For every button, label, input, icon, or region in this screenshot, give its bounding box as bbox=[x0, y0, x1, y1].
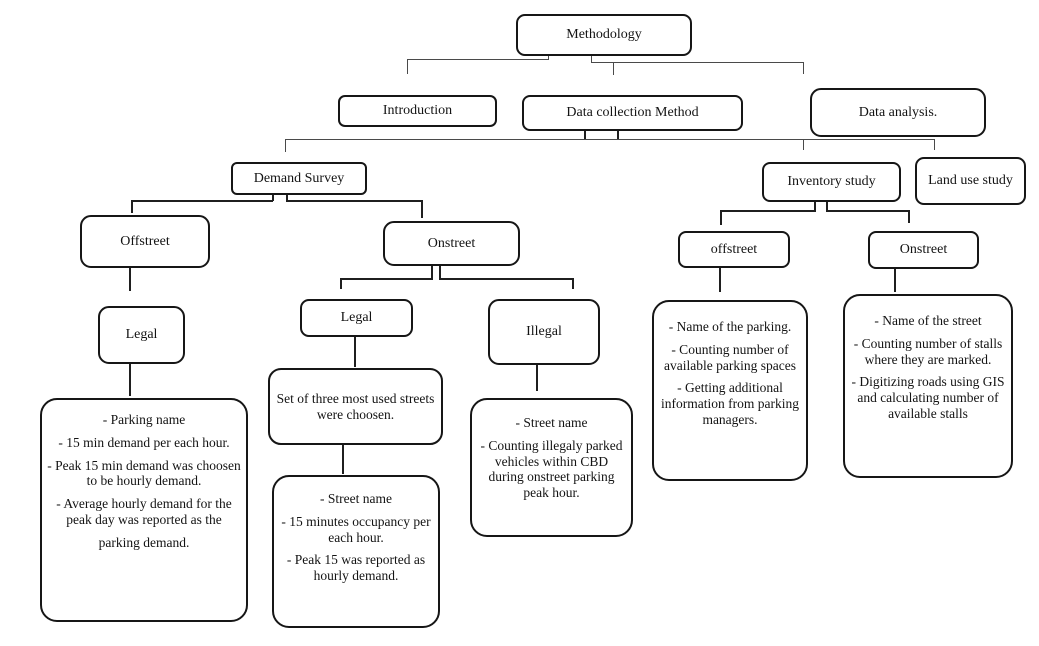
detail-illegal-onstreet: - Street name - Counting illegaly parked… bbox=[470, 398, 633, 537]
connector-line bbox=[286, 195, 288, 201]
node-label: Onstreet bbox=[899, 242, 948, 258]
connector-line bbox=[617, 131, 619, 140]
connector-line bbox=[826, 210, 910, 212]
node-label: Data collection Method bbox=[566, 105, 699, 121]
node-label: Illegal bbox=[526, 324, 562, 340]
node-onstreet-inventory: Onstreet bbox=[868, 231, 979, 269]
node-offstreet-inventory: offstreet bbox=[678, 231, 790, 268]
detail-line: - Counting number of available parking s… bbox=[664, 341, 796, 373]
connector-line bbox=[131, 200, 133, 213]
node-data-analysis: Data analysis. bbox=[810, 88, 986, 137]
detail-line: - Parking name bbox=[102, 412, 186, 427]
connector-line bbox=[407, 59, 408, 74]
detail-line: - 15 min demand per each hour. bbox=[58, 434, 230, 450]
node-label: Demand Survey bbox=[253, 170, 345, 186]
connector-line bbox=[342, 445, 344, 474]
detail-line: - Street name bbox=[515, 415, 588, 430]
node-legal-onstreet: Legal bbox=[300, 299, 413, 337]
node-label: Set of three most used streets were choo… bbox=[276, 391, 435, 422]
connector-line bbox=[439, 278, 574, 280]
connector-line bbox=[803, 62, 804, 74]
connector-line bbox=[584, 131, 586, 140]
connector-line bbox=[536, 365, 538, 391]
node-inventory-study: Inventory study bbox=[762, 162, 901, 202]
connector-line bbox=[340, 278, 433, 280]
detail-line: - Street name bbox=[320, 491, 392, 506]
detail-line: - Getting additional information from pa… bbox=[661, 380, 799, 427]
connector-line bbox=[894, 269, 896, 292]
node-methodology: Methodology bbox=[516, 14, 692, 56]
connector-line bbox=[719, 268, 721, 292]
detail-legal-offstreet: - Parking name - 15 min demand per each … bbox=[40, 398, 248, 622]
detail-onstreet-inventory: - Name of the street - Counting number o… bbox=[843, 294, 1013, 478]
connector-line bbox=[431, 266, 433, 279]
connector-line bbox=[803, 139, 804, 150]
detail-line: - Name of the street bbox=[874, 313, 982, 328]
detail-line: - Peak 15 was reported as hourly demand. bbox=[286, 552, 426, 584]
detail-line: - Name of the parking. bbox=[668, 319, 792, 334]
node-land-use-study: Land use study bbox=[915, 157, 1026, 205]
connector-line bbox=[814, 202, 816, 211]
connector-line bbox=[720, 210, 722, 225]
detail-line: - Counting illegaly parked vehicles with… bbox=[480, 437, 623, 501]
connector-line bbox=[591, 56, 592, 63]
connector-line bbox=[286, 200, 423, 202]
connector-line bbox=[548, 56, 549, 60]
connector-line bbox=[129, 268, 131, 291]
node-label: Offstreet bbox=[120, 233, 170, 249]
connector-line bbox=[934, 139, 935, 150]
connector-line bbox=[908, 210, 910, 223]
node-label: Legal bbox=[340, 310, 373, 326]
node-data-collection-method: Data collection Method bbox=[522, 95, 743, 131]
connector-line bbox=[572, 278, 574, 289]
node-onstreet-demand: Onstreet bbox=[383, 221, 520, 266]
node-introduction: Introduction bbox=[338, 95, 497, 127]
node-legal-offstreet: Legal bbox=[98, 306, 185, 364]
node-illegal-onstreet: Illegal bbox=[488, 299, 600, 365]
connector-line bbox=[129, 364, 131, 396]
node-label: Introduction bbox=[382, 103, 453, 119]
connector-line bbox=[720, 210, 816, 212]
detail-offstreet-inventory: - Name of the parking. - Counting number… bbox=[652, 300, 808, 481]
connector-line bbox=[272, 195, 274, 201]
node-label: offstreet bbox=[710, 241, 758, 257]
detail-line: - Peak 15 min demand was choosen to be h… bbox=[47, 457, 241, 489]
detail-legal-onstreet: - Street name - 15 minutes occupancy per… bbox=[272, 475, 440, 628]
connector-line bbox=[407, 59, 549, 60]
connector-line bbox=[340, 278, 342, 289]
connector-line bbox=[354, 337, 356, 367]
detail-line: - 15 minutes occupancy per each hour. bbox=[281, 513, 431, 545]
detail-line: - Counting number of stalls where they a… bbox=[853, 335, 1003, 367]
node-offstreet-demand: Offstreet bbox=[80, 215, 210, 268]
connector-line bbox=[421, 200, 423, 218]
connector-line bbox=[826, 202, 828, 211]
connector-line bbox=[613, 62, 803, 63]
detail-line: parking demand. bbox=[98, 534, 190, 550]
node-label: Land use study bbox=[928, 173, 1013, 189]
connector-line bbox=[439, 266, 441, 279]
node-label: Inventory study bbox=[787, 174, 876, 190]
detail-line: - Digitizing roads using GIS and calcula… bbox=[851, 374, 1005, 421]
node-label: Legal bbox=[125, 327, 158, 343]
connector-line bbox=[285, 139, 935, 140]
node-label: Data analysis. bbox=[858, 104, 938, 120]
node-demand-survey: Demand Survey bbox=[231, 162, 367, 195]
connector-line bbox=[131, 200, 273, 202]
connector-line bbox=[591, 62, 614, 63]
node-set-of-three-streets: Set of three most used streets were choo… bbox=[268, 368, 443, 445]
detail-line: - Average hourly demand for the peak day… bbox=[56, 496, 232, 527]
connector-line bbox=[613, 62, 614, 75]
node-label: Onstreet bbox=[427, 235, 476, 251]
node-label: Methodology bbox=[566, 27, 642, 43]
connector-line bbox=[285, 139, 286, 152]
